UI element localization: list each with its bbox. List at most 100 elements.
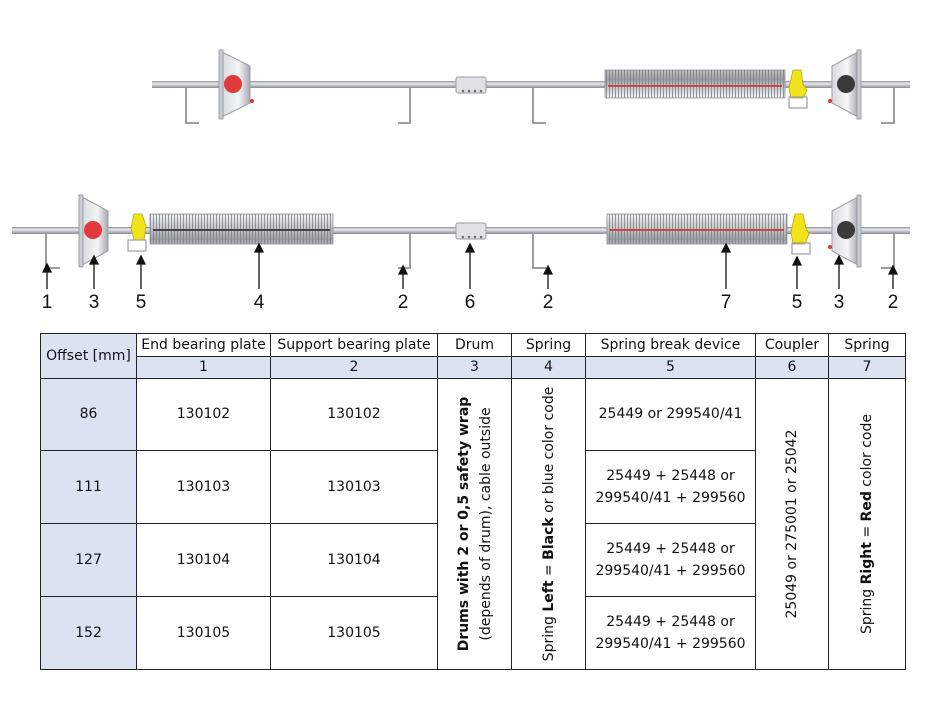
drum-flange bbox=[856, 49, 862, 120]
col-header-spring-break-device: Spring break device bbox=[585, 332, 756, 358]
col-header-spring-right: Spring bbox=[828, 332, 906, 358]
drum-red-hub bbox=[224, 75, 242, 93]
support-bracket bbox=[881, 234, 895, 269]
spring-right-bold: Right bbox=[859, 541, 875, 585]
callout-label: 1 bbox=[41, 292, 53, 313]
drum-flange bbox=[218, 49, 224, 120]
drum-dark-hub bbox=[837, 221, 855, 239]
coupler-cell: 25049 or 275001 or 25042 bbox=[755, 377, 829, 671]
break-device bbox=[788, 69, 808, 99]
coupler bbox=[455, 76, 487, 94]
col-number: 4 bbox=[511, 356, 586, 379]
col-number: 1 bbox=[136, 356, 271, 379]
end-plate-cell: 130102 bbox=[136, 377, 271, 452]
drum-dark-hub bbox=[837, 75, 855, 93]
break-device-cell: 25449 or 299540/41 bbox=[585, 377, 756, 452]
col-header-spring-left: Spring bbox=[511, 332, 586, 358]
break-line1: 25449 + 25448 or bbox=[606, 468, 735, 485]
col-number: 3 bbox=[437, 356, 512, 379]
number-row: 1 2 3 4 5 6 7 bbox=[41, 356, 906, 379]
break-device-cell: 25449 + 25448 or 299540/41 + 299560 bbox=[585, 523, 756, 598]
break-line1: 25449 + 25448 or bbox=[606, 614, 735, 631]
callout-arrows bbox=[41, 242, 899, 289]
end-plate-cell: 130104 bbox=[136, 523, 271, 598]
table-row: 111 130103 130103 25449 + 25448 or 299540… bbox=[40, 450, 906, 525]
col-header-support-bearing-plate: Support bearing plate bbox=[270, 332, 438, 358]
bottom-assembly bbox=[12, 194, 910, 269]
spring-left-bold: Left bbox=[540, 580, 557, 612]
col-header-end-bearing-plate: End bearing plate bbox=[136, 332, 271, 358]
break-line2: 299540/41 + 299560 bbox=[595, 636, 746, 653]
offset-header: Offset [mm] bbox=[40, 333, 137, 379]
support-plate-cell: 130105 bbox=[270, 596, 438, 670]
col-header-coupler: Coupler bbox=[755, 332, 829, 358]
spring-right-cell: Spring Right = Red color code bbox=[828, 377, 906, 671]
spring-left bbox=[149, 213, 334, 245]
top-assembly bbox=[152, 49, 910, 124]
drum-text-line1: Drums with 2 or 0,5 safety wrap bbox=[455, 396, 472, 652]
table-row: 127 130104 130104 25449 + 25448 or 299540… bbox=[40, 523, 906, 598]
spring-right bbox=[606, 213, 788, 245]
drum-cell: Drums with 2 or 0,5 safety wrap (depends… bbox=[437, 377, 512, 671]
offset-cell: 86 bbox=[40, 377, 137, 452]
drum-red-dot bbox=[250, 99, 254, 103]
support-bracket bbox=[185, 88, 199, 124]
break-line1: 25449 + 25448 or bbox=[606, 541, 735, 558]
support-bracket bbox=[45, 234, 60, 269]
end-plate-cell: 130105 bbox=[136, 596, 271, 670]
drum-red-dot bbox=[828, 245, 832, 249]
support-bracket bbox=[532, 234, 546, 269]
offset-cell: 152 bbox=[40, 596, 137, 670]
drum-red-dot bbox=[828, 99, 832, 103]
support-plate-cell: 130103 bbox=[270, 450, 438, 525]
support-bracket bbox=[532, 88, 546, 124]
coupler bbox=[455, 222, 487, 240]
break-line2: 299540/41 + 299560 bbox=[595, 490, 746, 507]
callout-label: 2 bbox=[397, 292, 409, 313]
support-plate-cell: 130102 bbox=[270, 377, 438, 452]
spring-left-color: Black bbox=[540, 517, 557, 560]
coupler-text: 25049 or 275001 or 25042 bbox=[784, 429, 800, 619]
spring-right-rest: color code bbox=[859, 413, 875, 491]
spring-left-cell: Spring Left = Black or blue color code bbox=[511, 377, 586, 671]
callout-label: 3 bbox=[88, 292, 100, 313]
col-number: 6 bbox=[755, 356, 829, 379]
offset-cell: 127 bbox=[40, 523, 137, 598]
callout-label: 5 bbox=[791, 292, 803, 313]
col-number: 2 bbox=[270, 356, 438, 379]
break-line1: 25449 or 299540/41 bbox=[598, 406, 743, 423]
break-line2: 299540/41 + 299560 bbox=[595, 563, 746, 580]
callout-label: 6 bbox=[464, 292, 476, 313]
callout-label: 5 bbox=[135, 292, 147, 313]
col-number: 5 bbox=[585, 356, 756, 379]
spring-left-text: Spring bbox=[540, 611, 557, 662]
spring-right-color: Red bbox=[859, 490, 875, 522]
drum-red-hub bbox=[84, 221, 102, 239]
spring-right-text: Spring bbox=[859, 584, 875, 634]
col-header-drum: Drum bbox=[437, 332, 512, 358]
col-number: 7 bbox=[828, 356, 906, 379]
support-bracket bbox=[398, 88, 411, 124]
drum-flange bbox=[856, 194, 862, 268]
shaft bbox=[152, 81, 910, 88]
offset-cell: 111 bbox=[40, 450, 137, 525]
table-row: 152 130105 130105 25449 + 25448 or 299540… bbox=[40, 596, 906, 670]
spec-table: Offset [mm] End bearing plate Support be… bbox=[40, 332, 906, 671]
support-bracket bbox=[881, 88, 895, 124]
spring-left-rest: or blue color code bbox=[540, 386, 557, 518]
callout-label: 2 bbox=[542, 292, 554, 313]
drum-text-line2: (depends of drum), cable outside bbox=[477, 407, 494, 641]
spring-left-eq: = bbox=[540, 559, 557, 581]
table-row: 86 130102 130102 Drums with 2 or 0,5 saf… bbox=[40, 377, 906, 671]
break-device-cell: 25449 + 25448 or 299540/41 + 299560 bbox=[585, 596, 756, 670]
callout-label: 2 bbox=[887, 292, 899, 313]
callout-label: 4 bbox=[253, 292, 265, 313]
callout-label: 7 bbox=[720, 292, 732, 313]
end-plate-cell: 130103 bbox=[136, 450, 271, 525]
break-device-cell: 25449 + 25448 or 299540/41 + 299560 bbox=[585, 450, 756, 525]
header-row: Offset [mm] End bearing plate Support be… bbox=[40, 332, 906, 379]
drum-flange bbox=[78, 194, 84, 268]
support-plate-cell: 130104 bbox=[270, 523, 438, 598]
support-bracket bbox=[398, 234, 411, 269]
spring-right bbox=[604, 69, 786, 99]
